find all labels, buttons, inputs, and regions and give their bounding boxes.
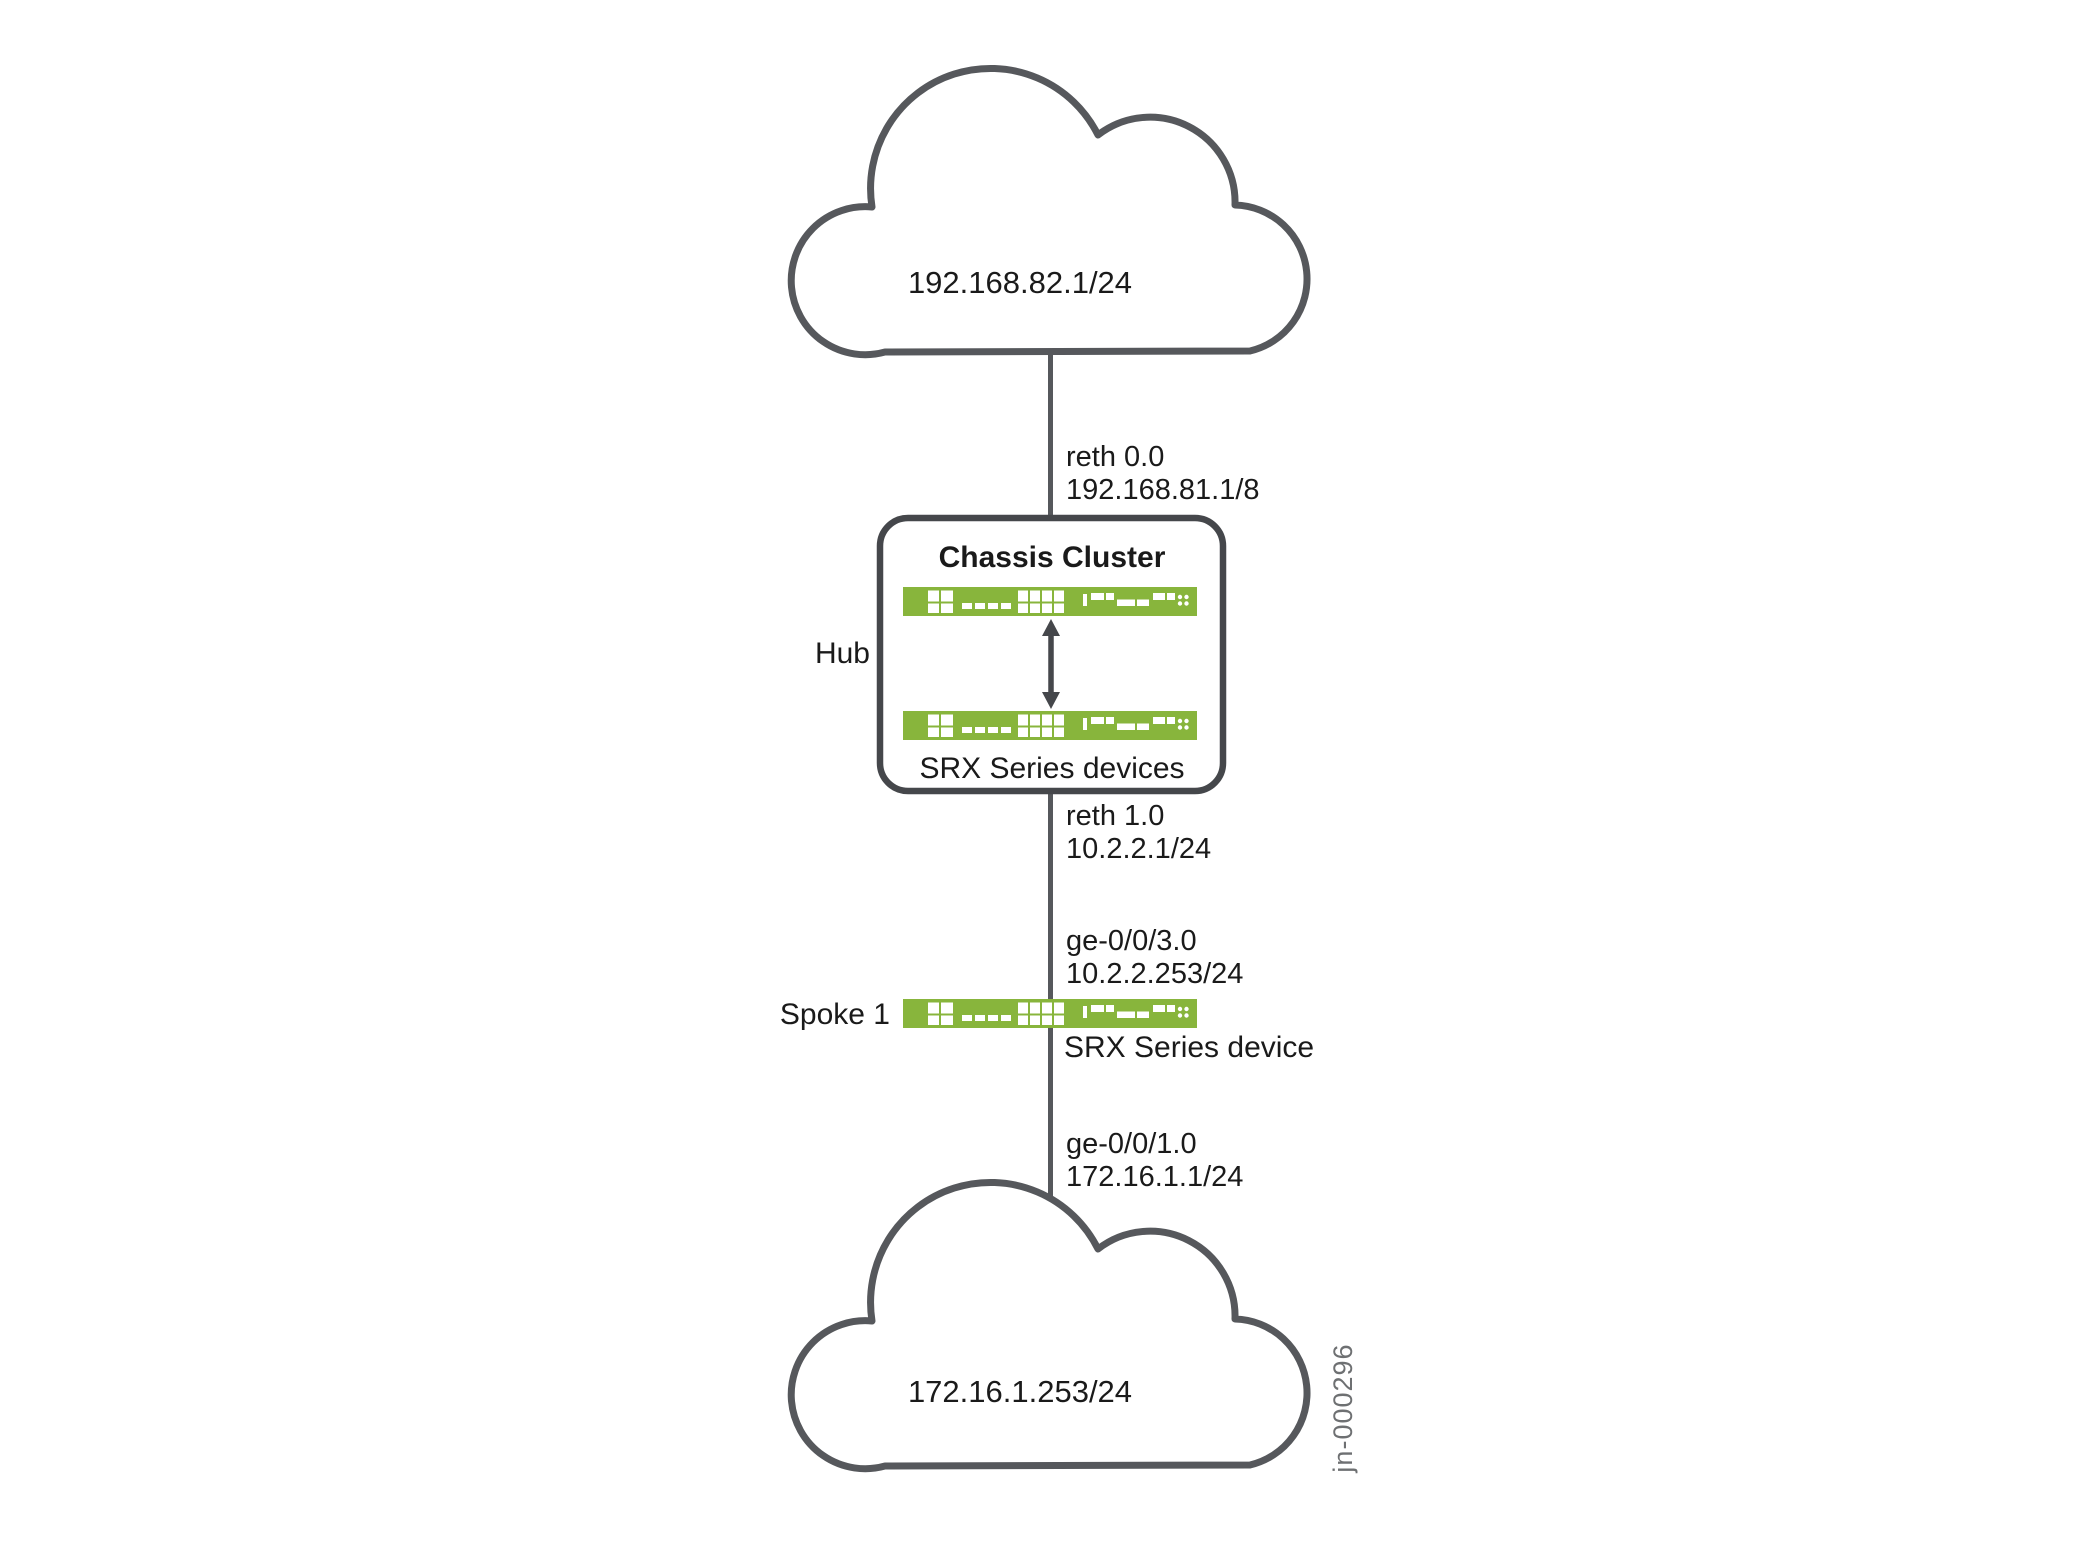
spoke-label: Spoke 1 — [779, 998, 890, 1031]
reth1-address-label: 10.2.2.1/24 — [1066, 833, 1212, 865]
ge3-address-label: 10.2.2.253/24 — [1066, 958, 1244, 990]
reth0-address-label: 192.168.81.1/8 — [1066, 474, 1260, 506]
top-cloud-label: 192.168.82.1/24 — [907, 265, 1133, 300]
cluster-node0-device-icon — [903, 587, 1197, 616]
reth0-interface-label: reth 0.0 — [1066, 441, 1165, 473]
ge3-interface-label: ge-0/0/3.0 — [1066, 925, 1197, 957]
ge1-address-label: 172.16.1.1/24 — [1066, 1161, 1244, 1193]
reth1-interface-label: reth 1.0 — [1066, 800, 1165, 832]
srx-device-caption: SRX Series device — [1064, 1031, 1315, 1064]
failover-arrow-icon — [1042, 619, 1060, 709]
bottom-cloud-shape — [791, 1182, 1307, 1468]
bottom-cloud-label: 172.16.1.253/24 — [907, 1374, 1133, 1409]
hub-label: Hub — [814, 637, 870, 670]
cluster-node1-device-icon — [903, 711, 1197, 740]
top-cloud-shape — [791, 68, 1307, 354]
figure-id-label: jn-000296 — [1328, 1343, 1358, 1473]
srx-devices-caption: SRX Series devices — [919, 752, 1185, 785]
chassis-cluster-title: Chassis Cluster — [938, 541, 1166, 574]
spoke-device-icon — [903, 999, 1197, 1028]
ge1-interface-label: ge-0/0/1.0 — [1066, 1128, 1197, 1160]
